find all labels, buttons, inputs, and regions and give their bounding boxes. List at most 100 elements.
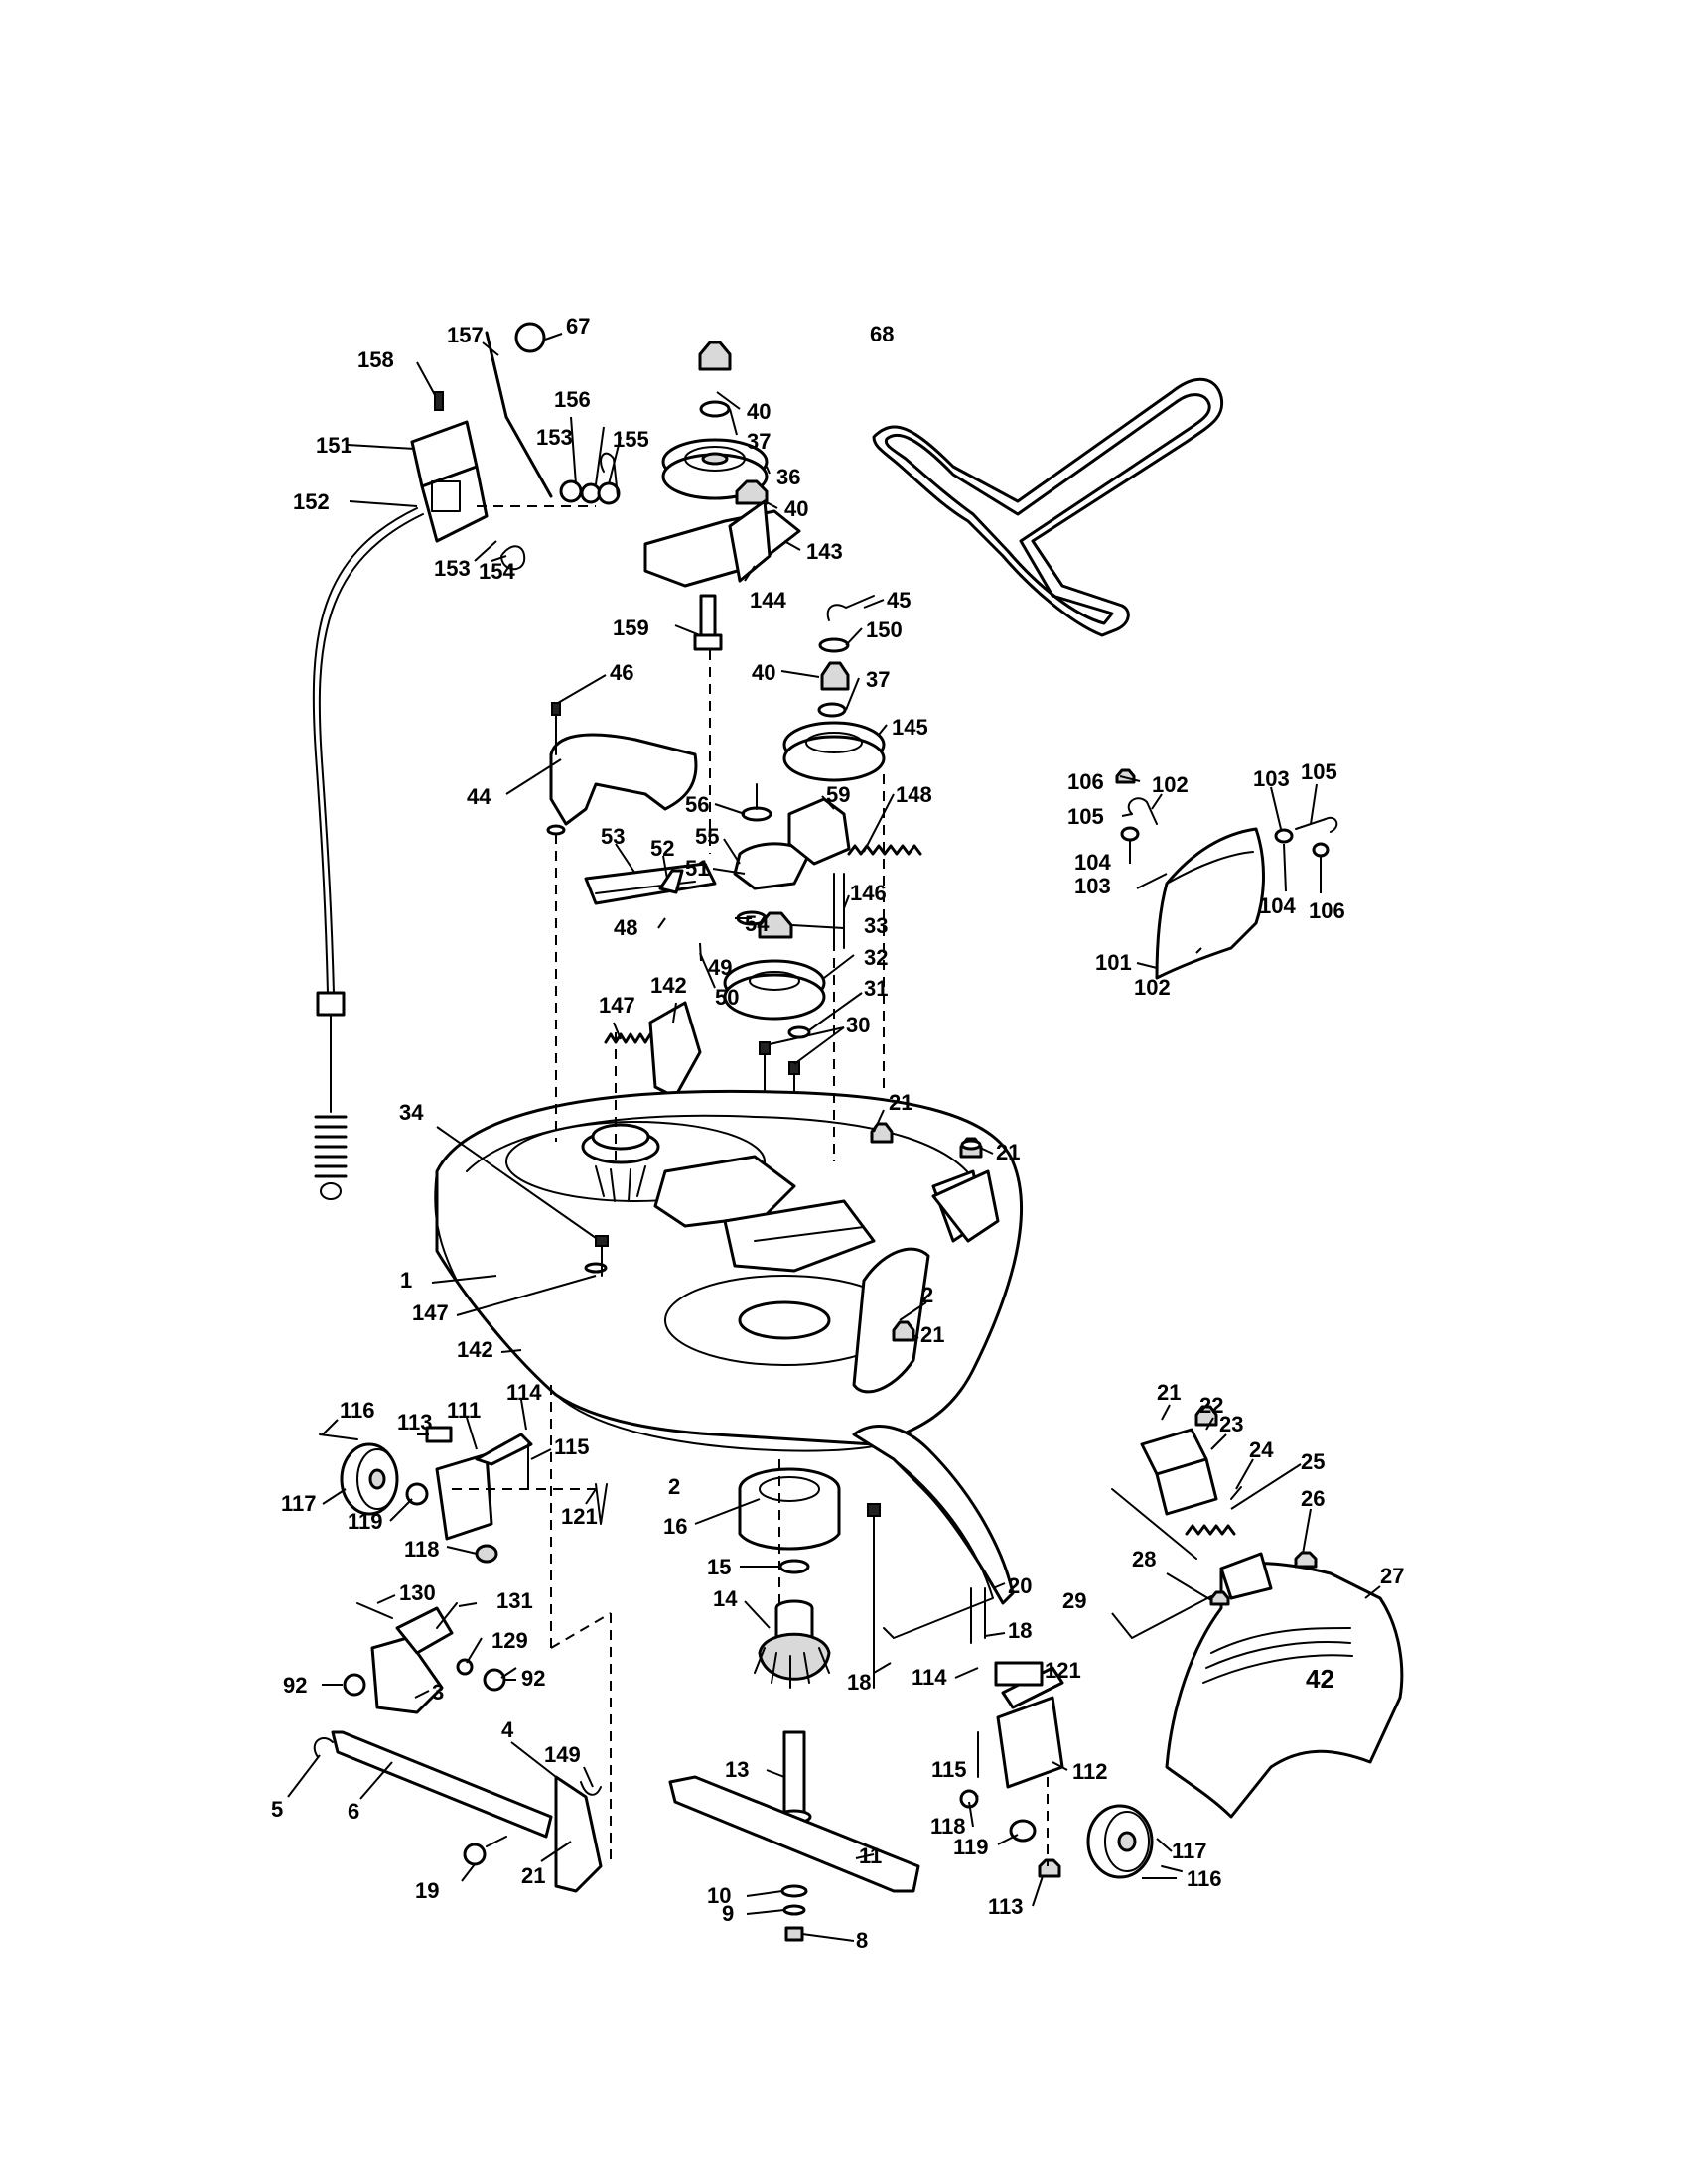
callout-147a: 147 (599, 993, 635, 1018)
callout-116b: 116 (1187, 1866, 1222, 1891)
callout-119b: 119 (953, 1835, 989, 1859)
v-belt-drawing (872, 377, 1224, 637)
callout-59: 59 (826, 782, 850, 807)
deck-size-emblem: 42 (1306, 1664, 1334, 1694)
callout-40b: 40 (784, 496, 808, 521)
callout-54: 54 (745, 911, 770, 936)
callout-111: 111 (447, 1398, 481, 1423)
callout-13: 13 (725, 1757, 749, 1782)
callout-14: 14 (713, 1586, 738, 1611)
callout-92a: 92 (283, 1673, 307, 1698)
callout-92b: 92 (521, 1666, 545, 1691)
callout-101: 101 (1095, 950, 1132, 975)
callout-21d: 21 (521, 1863, 545, 1888)
left-wheel-assembly-drawing (319, 1426, 608, 1564)
front-baffle-drawing (852, 1425, 1015, 1689)
callout-52: 52 (650, 836, 674, 861)
idler-arm-drawing (584, 783, 922, 1099)
callout-22: 22 (1199, 1393, 1223, 1418)
callout-153b: 153 (434, 556, 471, 581)
callout-116a: 116 (340, 1398, 375, 1423)
lower-idler-pulley-drawing (782, 595, 886, 782)
callout-155: 155 (613, 427, 649, 452)
callout-2b: 2 (668, 1474, 680, 1499)
part-drawings: 42 (312, 322, 1404, 1942)
callout-121b: 121 (1045, 1658, 1081, 1683)
callout-30: 30 (846, 1013, 870, 1037)
callout-154: 154 (479, 559, 515, 584)
callout-103b: 103 (1253, 766, 1290, 791)
callout-113b: 113 (988, 1894, 1024, 1919)
callout-48: 48 (614, 915, 637, 940)
control-cable-drawing (312, 507, 424, 1200)
belt-guard-drawing (546, 702, 698, 836)
callout-40c: 40 (752, 660, 775, 685)
right-wheel-assembly-drawing (959, 1661, 1183, 1879)
lift-control-bracket-drawing (410, 322, 621, 571)
callout-103a: 103 (1074, 874, 1111, 898)
discharge-chute-drawing: 42 (1111, 1405, 1404, 1819)
callout-102b: 102 (1134, 975, 1171, 1000)
callout-158: 158 (357, 347, 394, 372)
callout-36: 36 (776, 465, 800, 489)
callout-26: 26 (1301, 1486, 1325, 1511)
callout-32: 32 (864, 945, 888, 970)
callout-5: 5 (271, 1797, 283, 1822)
callout-10: 10 (707, 1883, 731, 1908)
callout-104a: 104 (1074, 850, 1111, 875)
leader-lines (287, 333, 1381, 1942)
callout-115b: 115 (931, 1757, 967, 1782)
callout-148: 148 (896, 782, 932, 807)
callout-33: 33 (864, 913, 888, 938)
callout-68: 68 (870, 322, 894, 346)
callout-37b: 37 (866, 667, 890, 692)
callout-46: 46 (610, 660, 633, 685)
callout-119a: 119 (348, 1509, 383, 1534)
callout-149: 149 (544, 1742, 581, 1767)
callout-104b: 104 (1259, 893, 1296, 918)
callout-143: 143 (806, 539, 843, 564)
callout-23: 23 (1219, 1412, 1243, 1436)
callout-34: 34 (399, 1100, 424, 1125)
callout-115a: 115 (554, 1434, 590, 1459)
callout-131: 131 (496, 1588, 533, 1613)
callout-56: 56 (685, 792, 709, 817)
callout-105a: 105 (1067, 804, 1104, 829)
callout-117b: 117 (1172, 1839, 1207, 1863)
callout-142a: 142 (650, 973, 687, 998)
callout-19: 19 (415, 1878, 439, 1903)
callout-67: 67 (566, 314, 590, 339)
callout-106a: 106 (1067, 769, 1104, 794)
callout-153a: 153 (536, 425, 573, 450)
callout-21a: 21 (889, 1090, 912, 1115)
callout-18b: 18 (847, 1670, 871, 1695)
callout-156: 156 (554, 387, 591, 412)
deflector-shield-drawing (1115, 768, 1338, 980)
callout-147b: 147 (412, 1300, 449, 1325)
top-idler-pulley-drawing (643, 341, 801, 651)
callout-105b: 105 (1301, 759, 1337, 784)
callout-1: 1 (400, 1268, 412, 1293)
callout-8: 8 (856, 1928, 868, 1953)
callout-152: 152 (293, 489, 330, 514)
callout-157: 157 (447, 323, 484, 347)
callout-40a: 40 (747, 399, 771, 424)
callout-146: 146 (850, 881, 887, 905)
callout-27: 27 (1380, 1564, 1404, 1588)
callout-44: 44 (467, 784, 491, 809)
callout-106b: 106 (1309, 898, 1345, 923)
callout-28: 28 (1132, 1547, 1156, 1571)
callout-159: 159 (613, 615, 649, 640)
spindle-blade-drawing (668, 1467, 920, 1942)
callout-4: 4 (501, 1717, 514, 1742)
part-number-callouts: 67 157 158 151 153 156 155 152 153 154 4… (271, 314, 1404, 1953)
callout-53: 53 (601, 824, 625, 849)
callout-142b: 142 (457, 1337, 493, 1362)
callout-21c: 21 (920, 1322, 944, 1347)
callout-2a: 2 (921, 1283, 933, 1307)
deck-hardware-drawing (595, 1122, 1000, 1342)
callout-150: 150 (866, 617, 903, 642)
callout-20: 20 (1008, 1573, 1032, 1598)
callout-49: 49 (708, 955, 732, 980)
callout-114a: 114 (506, 1380, 542, 1405)
